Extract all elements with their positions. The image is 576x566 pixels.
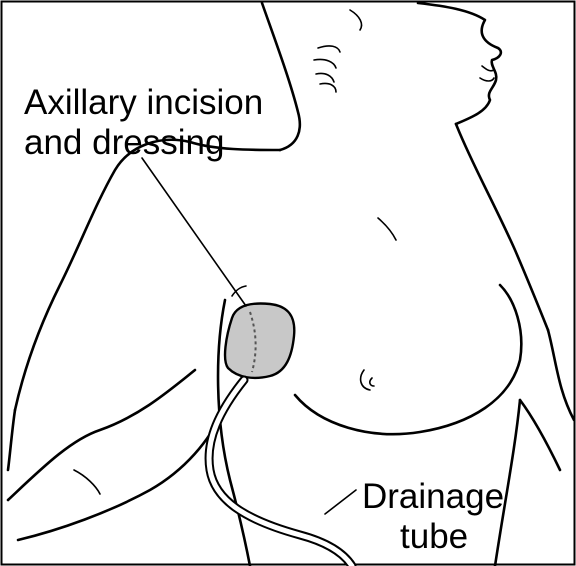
- tube-leader-line: [325, 490, 356, 514]
- tube-label-line2: tube: [400, 516, 468, 557]
- drainage-tube-inner: [209, 380, 352, 566]
- left-arm-upper: [8, 410, 15, 470]
- tube-label-line1: Drainage: [362, 476, 504, 517]
- dressing-pad: [225, 304, 294, 378]
- arm-under: [18, 412, 222, 540]
- face-profile: [418, 3, 501, 124]
- breast-outline: [295, 285, 521, 434]
- elbow-crease: [74, 470, 100, 494]
- neck-folds: [314, 10, 362, 92]
- clavicle-mark: [378, 218, 396, 240]
- hair-line: [262, 3, 300, 150]
- incision-label-line2: and dressing: [24, 122, 224, 163]
- right-arm: [548, 330, 574, 420]
- armpit-crease: [232, 286, 246, 296]
- incision-label-line1: Axillary incision: [24, 82, 263, 123]
- nipple: [361, 370, 374, 390]
- lips: [480, 66, 494, 81]
- drainage-tube: [209, 380, 352, 566]
- right-arm-inner: [520, 400, 560, 470]
- incision-leader-line: [142, 158, 246, 306]
- right-shoulder: [456, 124, 548, 330]
